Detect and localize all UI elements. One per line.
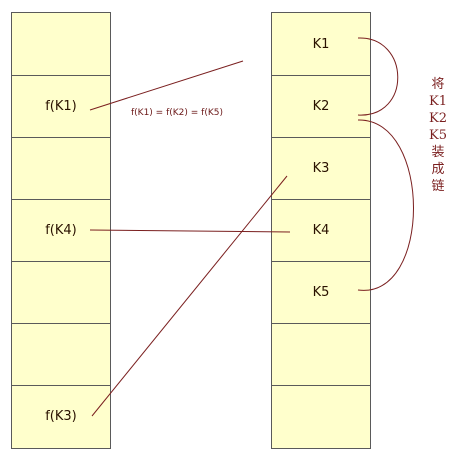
collision-formula: f(K1) = f(K2) = f(K5) [131,108,223,118]
key-table: K1 K2 K3 K4 K5 [271,12,371,449]
chain-note: 将 K1 K2 K5 装 成 链 [428,76,448,195]
chain-arc-k1-k2 [357,37,399,116]
key-cell-3: K4 [272,199,370,261]
key-cell-1: K2 [272,75,370,137]
connector-fk4-to-k4 [89,229,291,233]
address-cell-2 [12,137,110,199]
note-char: 装 [431,145,445,160]
note-char: 链 [431,179,445,194]
note-char: 成 [431,162,445,177]
note-char: K2 [429,111,447,126]
key-cell-5 [272,323,370,385]
address-cell-4 [12,261,110,323]
note-char: K1 [429,94,447,109]
key-cell-2: K3 [272,137,370,199]
address-cell-5 [12,323,110,385]
note-char: 将 [431,77,445,92]
address-cell-6: f(K3) [12,385,110,447]
connector-fk3-to-k3 [91,175,288,417]
address-cell-1: f(K1) [12,75,110,137]
chain-arc-k2-k5 [357,119,414,291]
key-cell-4: K5 [272,261,370,323]
note-char: K5 [429,128,447,143]
connector-fk1-to-k1 [89,60,244,111]
address-cell-3: f(K4) [12,199,110,261]
key-cell-6 [272,385,370,447]
key-cell-0: K1 [312,36,330,52]
